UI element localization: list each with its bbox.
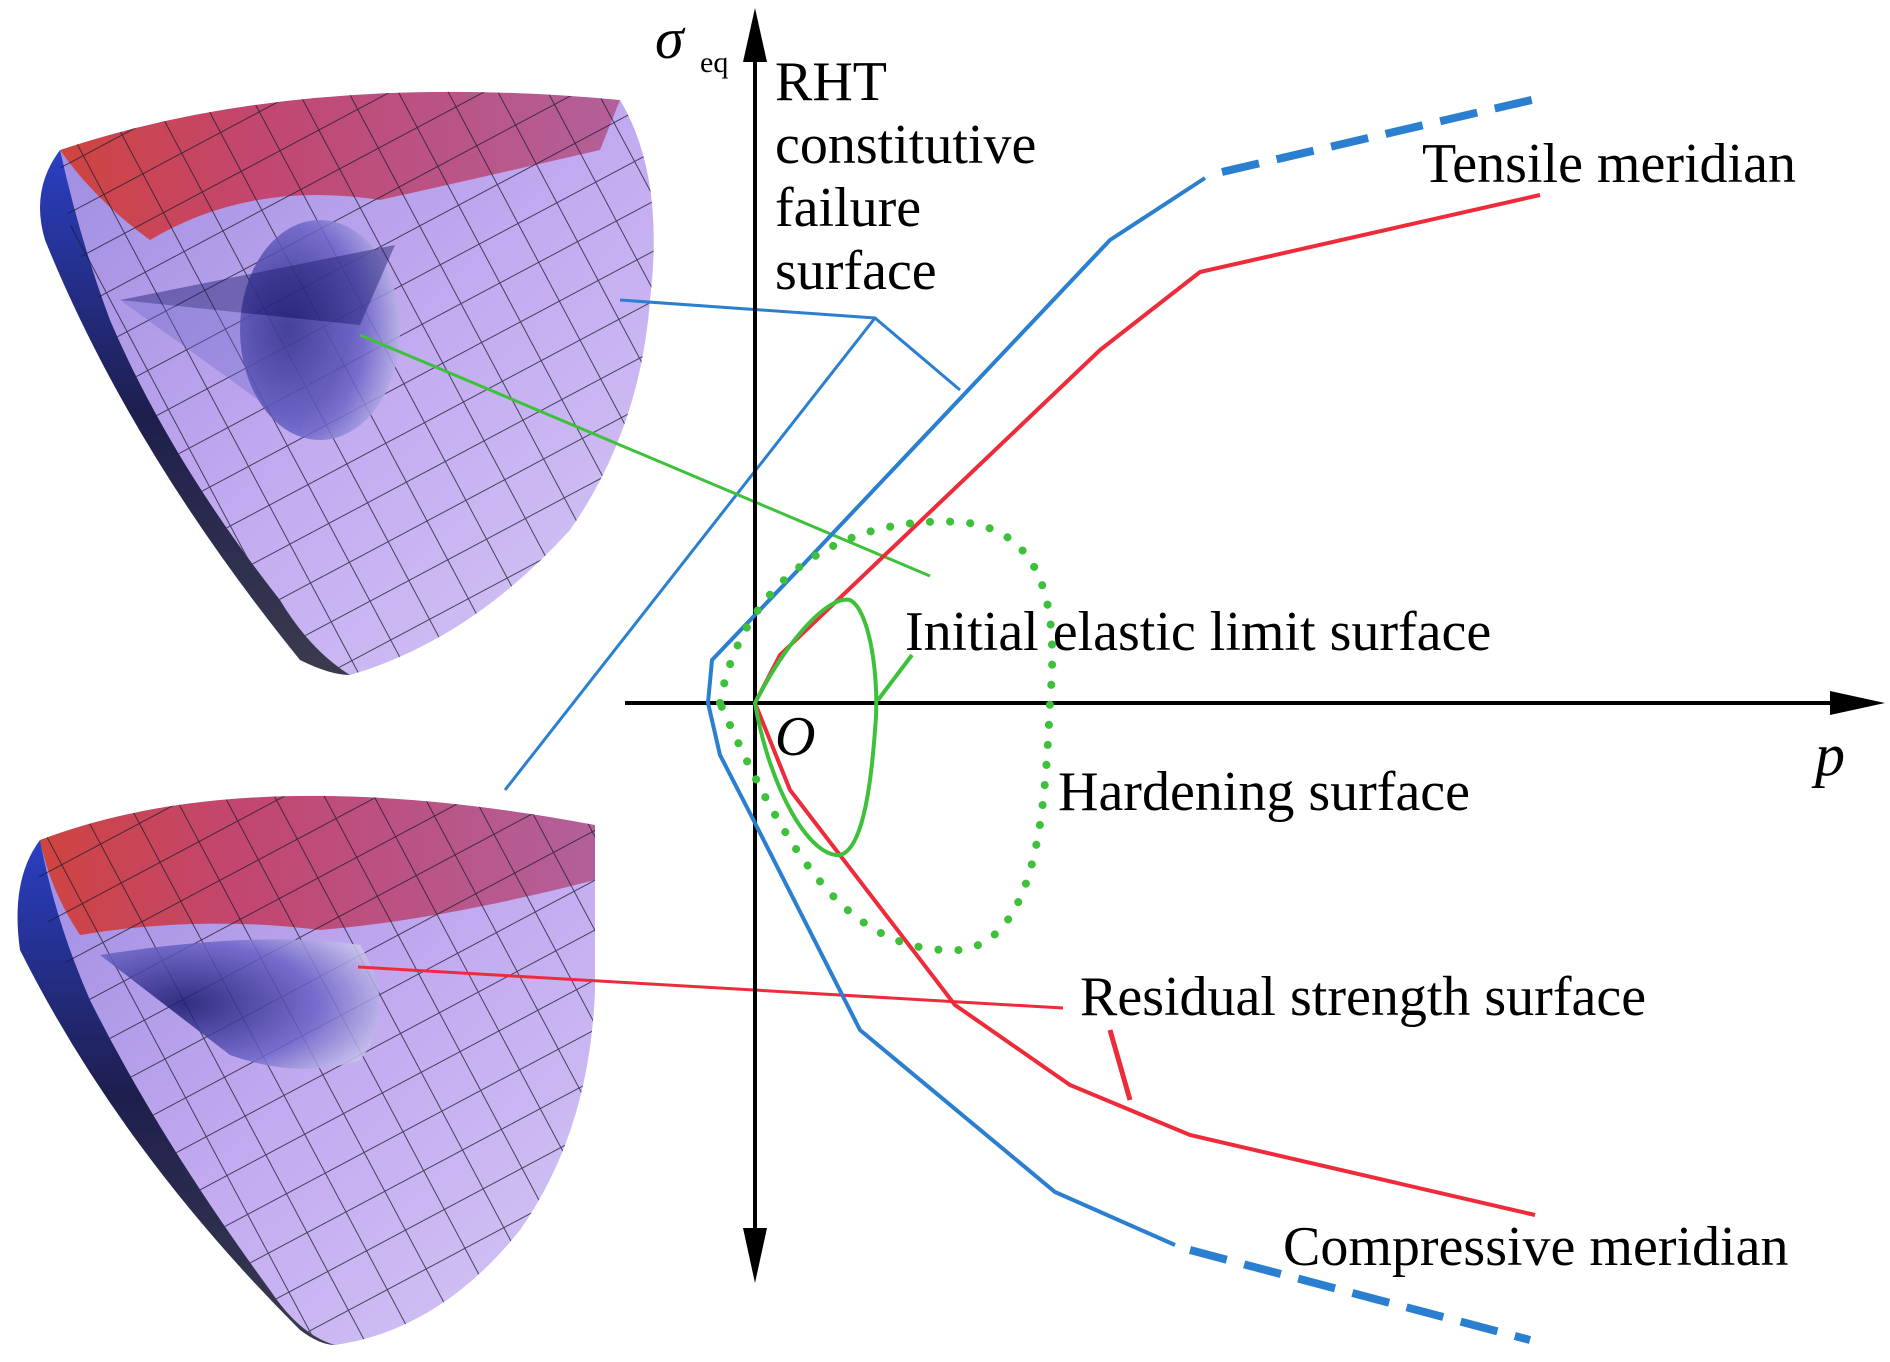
initial-elastic-label: Initial elastic limit surface [905,601,1491,663]
compressive-meridian-solid [753,822,1176,1247]
y-axis-arrow-down [743,1228,767,1283]
x-axis-arrow [1830,691,1885,715]
compressive-meridian-label: Compressive meridian [1283,1216,1788,1278]
failure-surface-3d-upper [40,91,654,675]
hardening-surface-curve [715,517,1057,955]
rht-label-line1: RHT [775,51,887,113]
residual-leader-tick [1107,1029,1133,1101]
hardening-label: Hardening surface [1058,761,1470,823]
x-axis-symbol: p [1811,722,1845,788]
origin-label: O [775,706,815,768]
leader-residual [357,965,1064,1010]
residual-lower [753,702,1536,1217]
rht-label-line3: failure [775,177,921,239]
y-axis-subscript: eq [700,46,728,79]
y-axis-arrow-up [743,8,767,62]
failure-surface-curve [705,94,1541,1344]
leader-failure-lower [503,317,877,791]
leader-elastic [359,333,931,578]
rht-label: RHT constitutive failure surface [775,51,1036,302]
tensile-meridian-label: Tensile meridian [1422,133,1796,195]
residual-surface-3d-lower [17,795,596,1345]
tensile-meridian-solid [753,176,1207,617]
compressive-meridian-dashed [1188,1246,1532,1344]
leader-failure-upper [619,298,961,392]
leader-lines [357,298,1064,1010]
rht-label-line2: constitutive [775,114,1036,176]
rht-label-line4: surface [775,240,937,302]
initial-elastic-curve [752,597,914,858]
y-axis-symbol: σ [655,6,686,71]
axes [625,8,1885,1283]
residual-label: Residual strength surface [1080,966,1646,1028]
elastic-leader-tick [876,653,914,702]
failure-apex [705,613,757,824]
